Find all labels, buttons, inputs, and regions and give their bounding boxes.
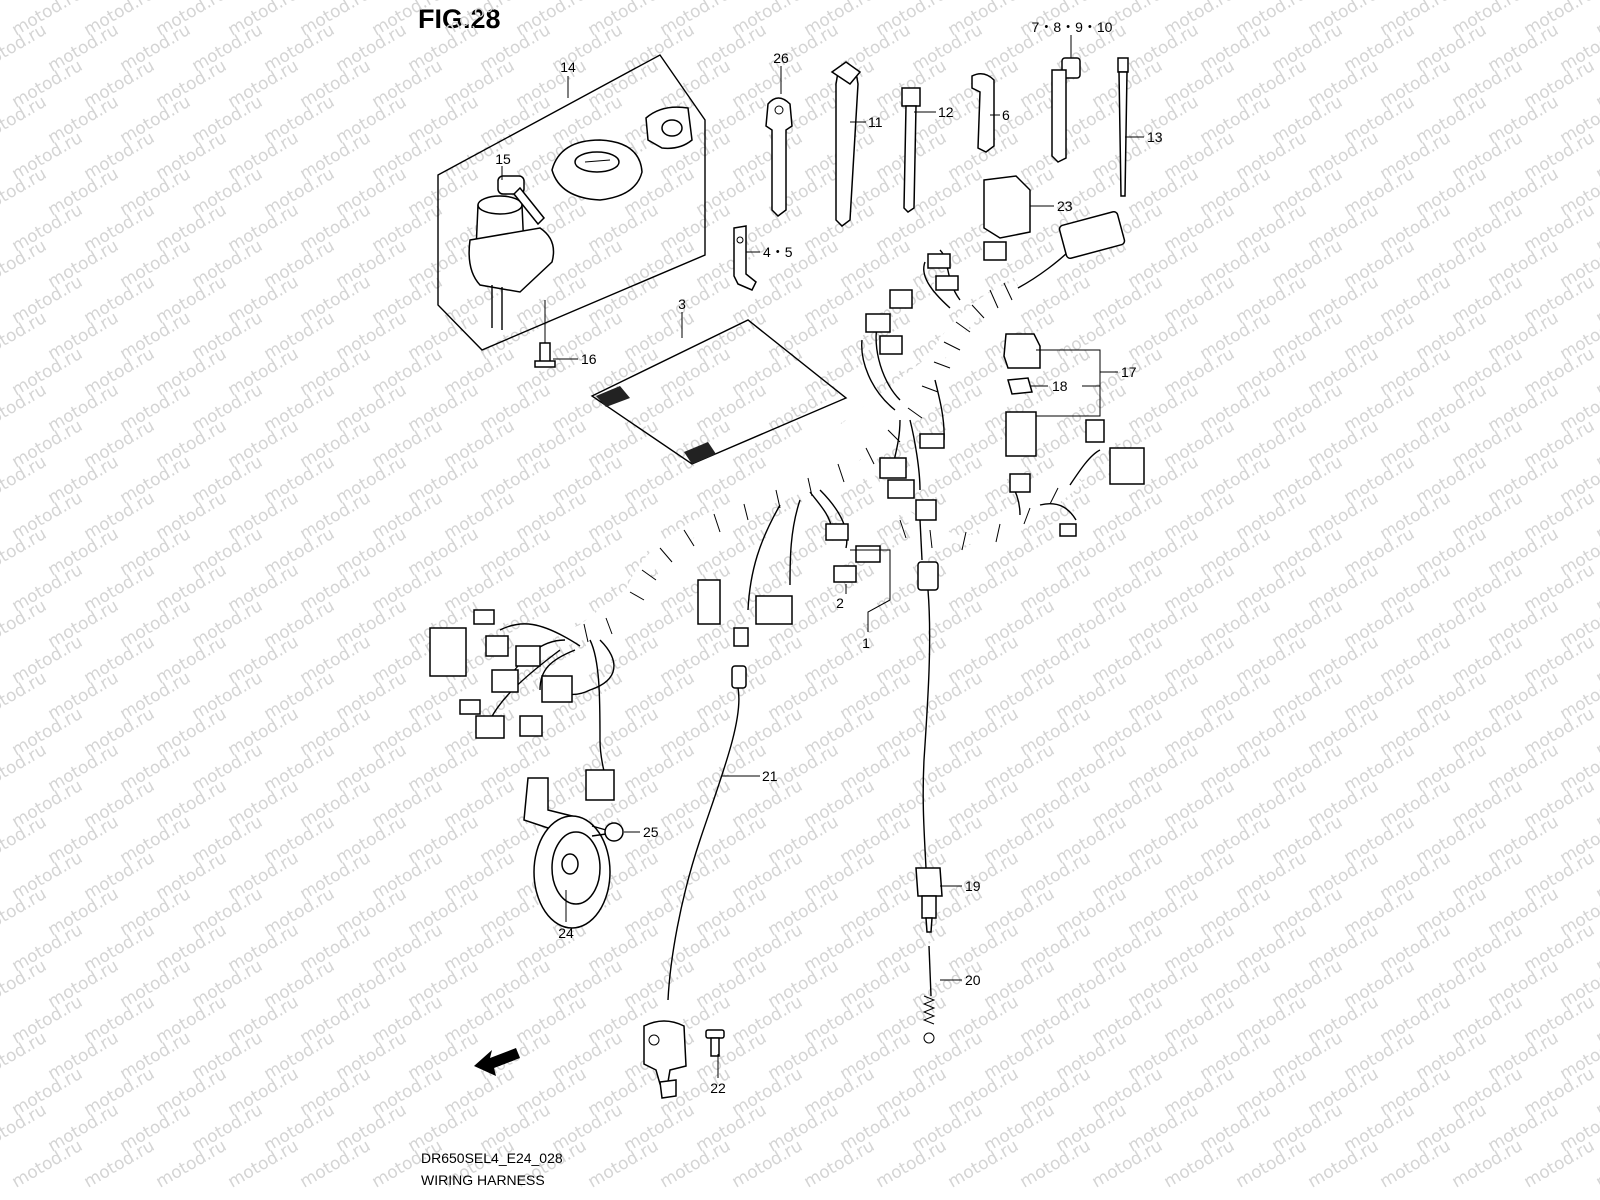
watermark-text: motod.ru (0, 380, 50, 436)
callout-13: 13 (1147, 129, 1163, 145)
figure-title: FIG.28 (418, 4, 501, 34)
callout-12: 12 (938, 104, 954, 120)
bolt-25 (591, 822, 624, 842)
clamp-6 (971, 73, 995, 153)
callout-7-10: 7・8・9・10 (1032, 19, 1113, 35)
watermark-text: motod.ru (1593, 0, 1600, 40)
ignition-switch (468, 195, 555, 330)
callout-26: 26 (773, 50, 789, 66)
watermark-text: motod.ru (0, 1100, 50, 1156)
watermark-text: motod.ru (1593, 704, 1600, 760)
clamp-11 (830, 61, 862, 227)
watermark-text: motod.ru (1593, 272, 1600, 328)
callout-1: 1 (862, 635, 870, 651)
watermark-text: motod.ru (1593, 776, 1600, 832)
watermark-text: motod.ru (0, 884, 50, 940)
watermark-text: motod.ru (0, 956, 50, 1012)
callout-labels: 1 2 3 4・5 6 7・8・9・10 11 12 13 14 15 16 1… (495, 19, 1163, 1096)
callout-3: 3 (678, 296, 686, 312)
band-7-10 (1051, 57, 1081, 163)
seat-lock (645, 106, 693, 150)
watermark-text: motod.ru (1593, 416, 1600, 472)
watermark-text: motod.ru (1593, 128, 1600, 184)
watermark-text: motod.ru (0, 308, 50, 364)
callout-25: 25 (643, 824, 659, 840)
callout-18: 18 (1052, 378, 1068, 394)
watermark-text: motod.ru (0, 236, 50, 292)
spring-20 (922, 945, 936, 1044)
callout-16: 16 (581, 351, 597, 367)
callout-2: 2 (836, 595, 844, 611)
harness-connectors (429, 210, 1145, 801)
watermark-text: motod.ru (1593, 56, 1600, 112)
key-blank (765, 97, 793, 217)
callout-11: 11 (868, 114, 883, 130)
watermark-text: motod.ru (0, 452, 50, 508)
callout-4-5: 4・5 (763, 244, 793, 260)
watermark-text: motod.ru (0, 596, 50, 652)
watermark-text: motod.ru (1593, 1136, 1600, 1192)
watermark-text: motod.ru (0, 668, 50, 724)
watermark-text: motod.ru (1593, 488, 1600, 544)
watermark-text: motod.ru (1593, 560, 1600, 616)
watermark-text: motod.ru (0, 20, 50, 76)
callout-23: 23 (1057, 198, 1073, 214)
tie-13 (1117, 57, 1129, 197)
watermark-text: motod.ru (0, 92, 50, 148)
sensor-19 (915, 561, 943, 933)
callout-6: 6 (1002, 107, 1010, 123)
callout-15: 15 (495, 151, 511, 167)
watermark-text: motod.ru (1593, 1064, 1600, 1120)
watermark-text: motod.ru (0, 812, 50, 868)
watermark-text: motod.ru (0, 740, 50, 796)
figure-code: DR650SEL4_E24_028 (421, 1150, 563, 1166)
watermark-text: motod.ru (1593, 632, 1600, 688)
main-harness (429, 210, 1145, 801)
relay-fuse-set (1003, 333, 1041, 395)
relay-cover-23 (983, 175, 1031, 239)
watermark-text: motod.ru (1593, 200, 1600, 256)
watermark-text: motod.ru (0, 524, 50, 580)
ignition-switch-kit-box (437, 54, 706, 351)
callout-24: 24 (558, 925, 574, 941)
watermark-text: motod.ru (1593, 344, 1600, 400)
tie-12 (901, 87, 921, 213)
screw-22 (705, 1029, 725, 1057)
screw-16 (534, 300, 556, 368)
ignition-key (497, 175, 546, 226)
callout-17: 17 (1121, 364, 1137, 380)
label-sheet (590, 319, 848, 465)
callout-22: 22 (710, 1080, 726, 1096)
watermark-text: motod.ru (0, 1028, 50, 1084)
switch-21 (643, 665, 747, 1099)
lock-ring (551, 139, 643, 201)
callout-20: 20 (965, 972, 981, 988)
horn-24 (523, 777, 611, 929)
watermark-text: motod.ru (1593, 848, 1600, 904)
callout-14: 14 (560, 59, 576, 75)
callout-19: 19 (965, 878, 981, 894)
watermark-text: motod.ru (1593, 920, 1600, 976)
watermark-text: motod.ru (0, 164, 50, 220)
callout-21: 21 (762, 768, 778, 784)
leader-lines (501, 35, 1144, 1078)
figure-name: WIRING HARNESS (421, 1172, 545, 1188)
watermark-text: motod.ru (1593, 992, 1600, 1048)
clamp-4-5 (733, 225, 757, 291)
